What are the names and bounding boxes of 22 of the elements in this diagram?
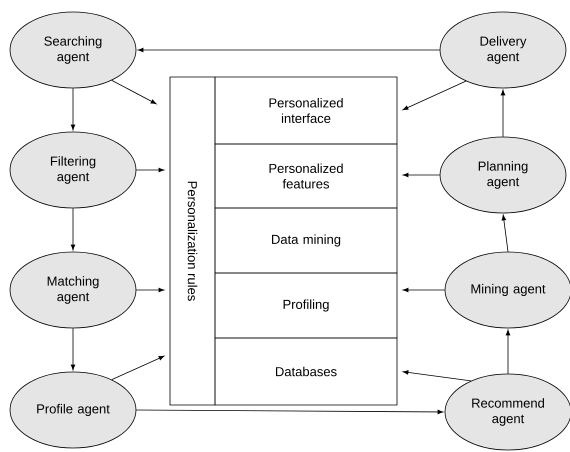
arrow xyxy=(402,80,466,110)
arrow xyxy=(402,172,440,178)
arrow xyxy=(402,370,472,382)
arrow xyxy=(138,48,440,52)
layer-box: Databases xyxy=(214,338,398,406)
layer-box: Personalized interface xyxy=(214,76,398,144)
arrow xyxy=(402,288,445,292)
arrow xyxy=(500,90,506,137)
arrow xyxy=(136,168,164,172)
arrow xyxy=(136,410,444,414)
arrow xyxy=(70,328,76,370)
layer-box: Data mining xyxy=(214,208,398,274)
arrow xyxy=(70,208,76,250)
rules-column: Personalization rules xyxy=(170,76,216,406)
arrow xyxy=(506,330,510,374)
arrow xyxy=(136,288,164,292)
arrow xyxy=(111,80,156,104)
layer-box: Profiling xyxy=(214,272,398,338)
arrow xyxy=(502,214,508,252)
arrow xyxy=(70,88,76,130)
arrow xyxy=(111,356,164,380)
layer-box: Personalized features xyxy=(214,144,398,208)
